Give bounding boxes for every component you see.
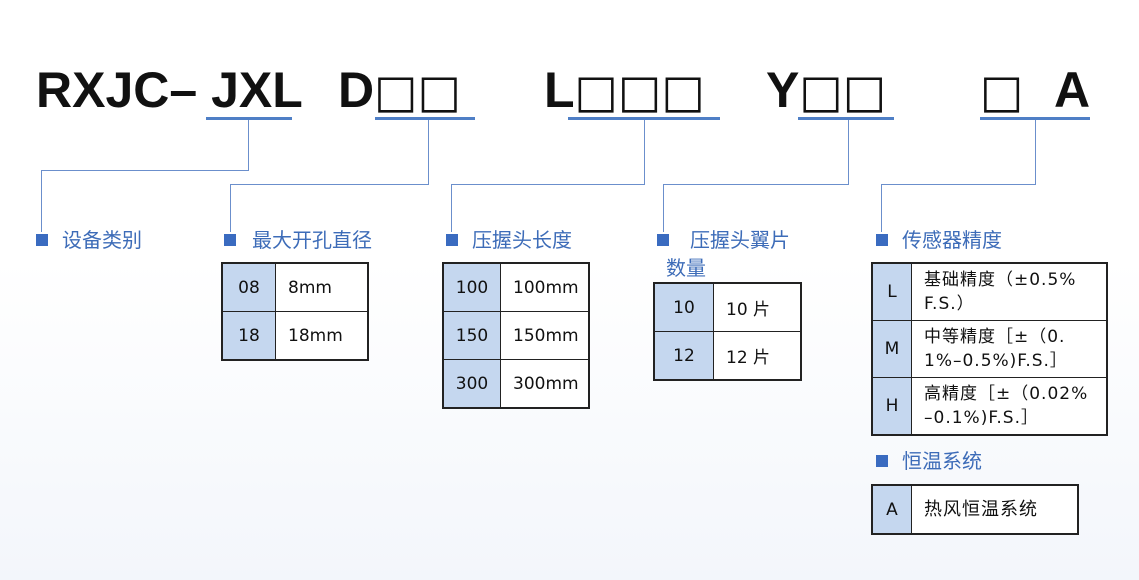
connector	[451, 184, 452, 232]
option-value-line: F.S.）	[924, 294, 975, 314]
option-value-line: 中等精度［±（0.	[924, 327, 1066, 347]
table-row: 100 100mm	[442, 262, 590, 312]
bullet-square-icon	[224, 234, 236, 246]
code-l-letter: L	[544, 62, 575, 118]
connector	[248, 120, 249, 170]
option-value: 100mm	[500, 262, 590, 312]
table-row: A 热风恒温系统	[871, 484, 1079, 535]
bullet-square-icon	[36, 234, 48, 246]
label-sensor-accuracy: 传感器精度	[902, 228, 1002, 252]
table-row: 10 10 片	[653, 282, 802, 332]
underline-jxl	[206, 117, 292, 120]
table-thermostat-system: A 热风恒温系统	[871, 484, 1079, 535]
label-device-category: 设备类别	[62, 228, 142, 252]
table-row: L 基础精度（±0.5% F.S.）	[871, 262, 1108, 321]
code-d-letter: D	[338, 62, 375, 118]
option-code: 18	[221, 311, 276, 361]
option-value: 150mm	[500, 311, 590, 360]
option-code: H	[871, 377, 912, 436]
table-row: 12 12 片	[653, 331, 802, 381]
connector	[41, 170, 42, 232]
code-d-boxes: □□	[374, 64, 462, 118]
connector	[663, 184, 849, 185]
label-thermostat-system: 恒温系统	[902, 449, 982, 473]
code-l-segment: L□□□	[544, 60, 705, 121]
table-row: 150 150mm	[442, 311, 590, 360]
option-value: 高精度［±（0.02% –0.1%)F.S.］	[911, 377, 1108, 436]
bullet-square-icon	[876, 234, 888, 246]
bullet-square-icon	[446, 234, 458, 246]
option-value-line: –0.1%)F.S.］	[924, 408, 1039, 428]
table-crimp-head-length: 100 100mm 150 150mm 300 300mm	[442, 262, 590, 409]
connector	[663, 184, 664, 232]
option-value-line: 高精度［±（0.02%	[924, 384, 1089, 404]
connector	[230, 184, 231, 232]
connector	[848, 120, 849, 184]
connector	[451, 184, 645, 185]
code-d-segment: D□□	[338, 60, 461, 121]
table-row: 300 300mm	[442, 359, 590, 409]
option-code: 08	[221, 262, 276, 312]
option-code: 150	[442, 311, 501, 360]
code-y-boxes: □□	[799, 64, 887, 118]
connector	[428, 120, 429, 184]
connector	[1035, 120, 1036, 184]
code-a-letter: A	[1054, 62, 1091, 118]
connector	[644, 120, 645, 184]
label-crimp-head-length: 压握头长度	[472, 228, 572, 252]
code-y-segment: Y□□	[766, 60, 886, 121]
code-prefix: RXJC– JXL	[36, 62, 303, 118]
bullet-square-icon	[876, 455, 888, 467]
option-value: 基础精度（±0.5% F.S.）	[911, 262, 1108, 321]
option-value: 10 片	[713, 282, 802, 332]
option-code: 12	[653, 331, 714, 381]
option-code: 300	[442, 359, 501, 409]
connector	[230, 184, 429, 185]
label-wing-count: 压握头翼片	[690, 228, 790, 252]
label-max-hole-diameter: 最大开孔直径	[252, 228, 372, 252]
option-code: 10	[653, 282, 714, 332]
code-y-letter: Y	[766, 62, 800, 118]
option-value-line: 1%–0.5%)F.S.］	[924, 351, 1068, 371]
underline-y	[798, 117, 894, 120]
option-code: M	[871, 320, 912, 378]
option-value: 热风恒温系统	[911, 484, 1079, 535]
code-last-box: □	[980, 64, 1024, 118]
table-row: 08 8mm	[221, 262, 369, 312]
table-row: H 高精度［±（0.02% –0.1%)F.S.］	[871, 377, 1108, 436]
bullet-square-icon	[657, 234, 669, 246]
option-value: 12 片	[713, 331, 802, 381]
underline-l	[568, 117, 720, 120]
option-value: 18mm	[275, 311, 369, 361]
table-row: 18 18mm	[221, 311, 369, 361]
option-value: 8mm	[275, 262, 369, 312]
underline-a	[980, 117, 1090, 120]
label-wing-count-line2: 数量	[666, 256, 706, 280]
option-value: 300mm	[500, 359, 590, 409]
option-value-line: 基础精度（±0.5%	[924, 270, 1077, 290]
connector	[41, 170, 249, 171]
option-code: L	[871, 262, 912, 321]
table-sensor-accuracy: L 基础精度（±0.5% F.S.） M 中等精度［±（0. 1%–0.5%)F…	[871, 262, 1108, 436]
option-code: A	[871, 484, 912, 535]
connector	[881, 184, 882, 232]
connector	[881, 184, 1036, 185]
option-code: 100	[442, 262, 501, 312]
table-wing-count: 10 10 片 12 12 片	[653, 282, 802, 381]
table-row: M 中等精度［±（0. 1%–0.5%)F.S.］	[871, 320, 1108, 378]
code-l-boxes: □□□	[574, 64, 705, 118]
table-hole-diameter: 08 8mm 18 18mm	[221, 262, 369, 361]
option-value: 中等精度［±（0. 1%–0.5%)F.S.］	[911, 320, 1108, 378]
underline-d	[375, 117, 475, 120]
